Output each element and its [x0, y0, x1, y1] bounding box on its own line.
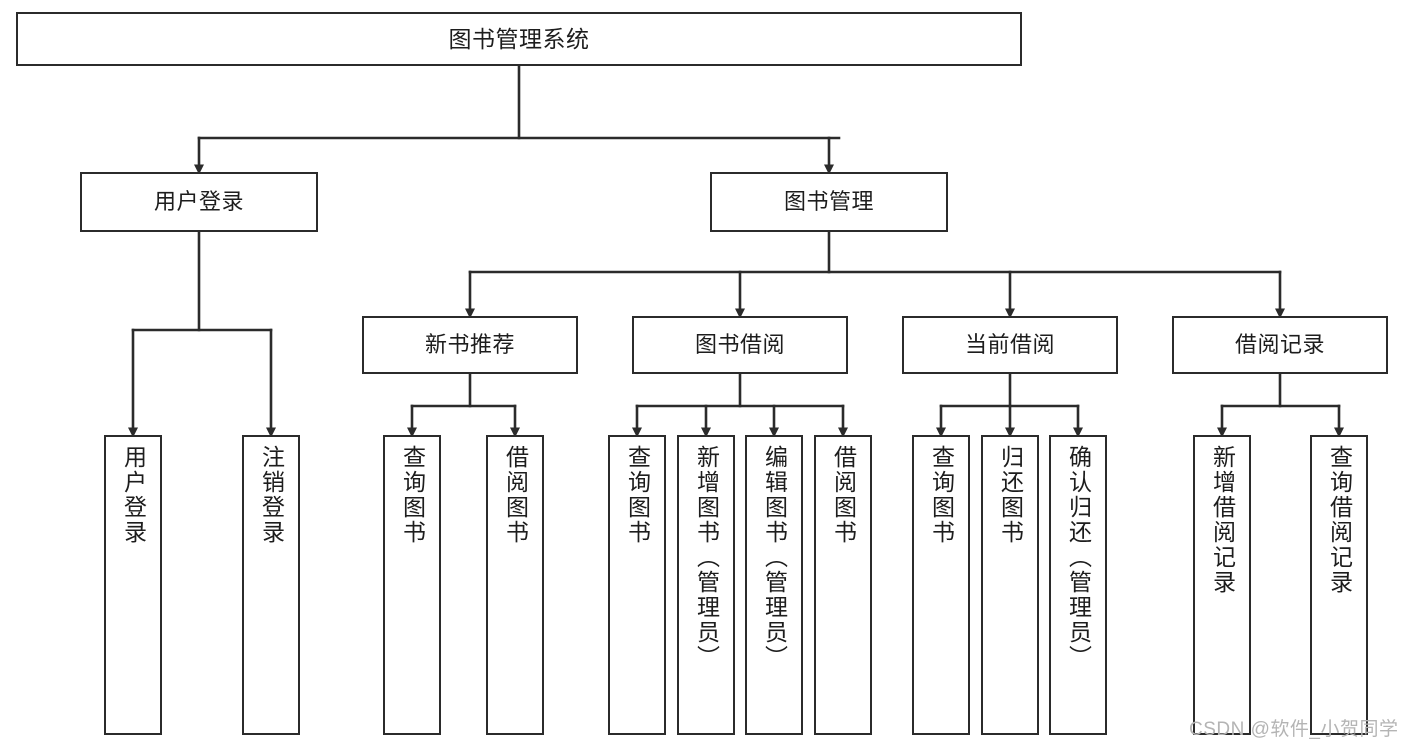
- node-book-borrow[interactable]: 图书借阅: [632, 316, 848, 374]
- node-user-login[interactable]: 用户登录: [80, 172, 318, 232]
- node-leaf-borrow-book-1[interactable]: 借阅图书: [486, 435, 544, 735]
- node-leaf-query-book-2-label: 查询图书: [624, 445, 651, 545]
- node-leaf-query-record[interactable]: 查询借阅记录: [1310, 435, 1368, 735]
- node-leaf-user-login-label: 用户登录: [120, 445, 147, 545]
- node-leaf-edit-book-label: 编辑图书（管理员）: [761, 445, 788, 670]
- node-leaf-query-book-3-label: 查询图书: [928, 445, 955, 545]
- node-new-book-rec[interactable]: 新书推荐: [362, 316, 578, 374]
- node-leaf-edit-book[interactable]: 编辑图书（管理员）: [745, 435, 803, 735]
- node-leaf-return-book[interactable]: 归还图书: [981, 435, 1039, 735]
- node-leaf-borrow-book-1-label: 借阅图书: [502, 445, 529, 545]
- node-root-label: 图书管理系统: [448, 25, 590, 52]
- node-book-borrow-label: 图书借阅: [694, 332, 785, 358]
- node-new-book-rec-label: 新书推荐: [424, 332, 515, 358]
- node-leaf-add-record-label: 新增借阅记录: [1209, 445, 1236, 595]
- node-user-login-label: 用户登录: [153, 189, 244, 215]
- node-borrow-record[interactable]: 借阅记录: [1172, 316, 1388, 374]
- node-leaf-confirm-return-label: 确认归还（管理员）: [1065, 445, 1092, 670]
- node-leaf-user-login[interactable]: 用户登录: [104, 435, 162, 735]
- node-leaf-borrow-book-2[interactable]: 借阅图书: [814, 435, 872, 735]
- node-book-mgmt[interactable]: 图书管理: [710, 172, 948, 232]
- node-current-borrow-label: 当前借阅: [964, 332, 1055, 358]
- node-leaf-add-book-label: 新增图书（管理员）: [693, 445, 720, 670]
- node-borrow-record-label: 借阅记录: [1234, 332, 1325, 358]
- node-current-borrow[interactable]: 当前借阅: [902, 316, 1118, 374]
- node-leaf-query-book-2[interactable]: 查询图书: [608, 435, 666, 735]
- node-leaf-confirm-return[interactable]: 确认归还（管理员）: [1049, 435, 1107, 735]
- node-leaf-query-book-1-label: 查询图书: [399, 445, 426, 545]
- node-leaf-query-book-3[interactable]: 查询图书: [912, 435, 970, 735]
- node-root[interactable]: 图书管理系统: [16, 12, 1022, 66]
- node-leaf-add-record[interactable]: 新增借阅记录: [1193, 435, 1251, 735]
- node-leaf-logout[interactable]: 注销登录: [242, 435, 300, 735]
- node-leaf-borrow-book-2-label: 借阅图书: [830, 445, 857, 545]
- node-leaf-logout-label: 注销登录: [258, 445, 285, 545]
- node-leaf-query-record-label: 查询借阅记录: [1326, 445, 1353, 595]
- node-leaf-return-book-label: 归还图书: [997, 445, 1024, 545]
- node-leaf-query-book-1[interactable]: 查询图书: [383, 435, 441, 735]
- node-book-mgmt-label: 图书管理: [783, 189, 874, 215]
- node-leaf-add-book[interactable]: 新增图书（管理员）: [677, 435, 735, 735]
